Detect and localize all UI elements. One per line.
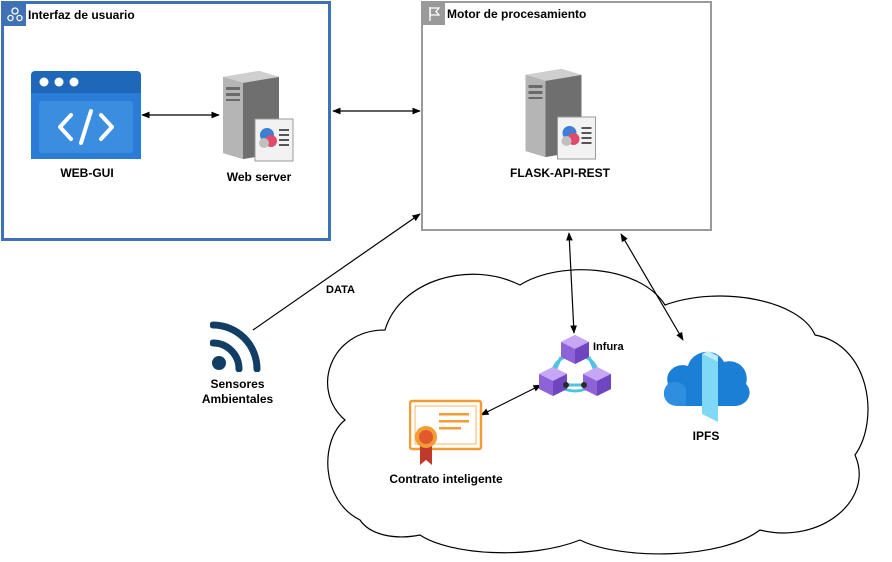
edge-sensors-engine [252,213,421,331]
web-server-label: Web server [226,170,292,184]
cloud-storage-icon[interactable] [660,340,752,422]
ui-group: Interfaz de usuario [1,1,331,241]
sensors-label-line2: Ambientales [201,392,274,406]
certificate-icon[interactable] [409,399,483,469]
sensors-label: Sensores Ambientales [190,377,285,407]
ui-group-title: Interfaz de usuario [28,8,135,22]
data-edge-label: DATA [326,284,355,296]
flask-api-label: FLASK-API-REST [510,166,610,180]
edge-engine-infura [566,232,577,334]
flag-icon [423,3,445,25]
blockchain-cubes-icon[interactable] [539,333,611,401]
users-group-icon [4,4,26,26]
browser-code-icon[interactable] [31,71,141,159]
contract-label: Contrato inteligente [389,472,503,486]
edge-infura-contract [480,384,542,416]
ipfs-label: IPFS [692,429,720,443]
sensors-label-line1: Sensores [210,377,265,391]
engine-group-title: Motor de procesamiento [447,7,587,21]
engine-group: Motor de procesamiento [421,1,712,231]
infura-label: Infura [593,341,624,353]
web-gui-label: WEB-GUI [60,166,114,180]
wireless-signal-icon[interactable] [210,318,264,372]
edge-engine-ipfs [620,233,684,341]
server-icon[interactable] [519,65,599,165]
server-icon[interactable] [219,67,294,167]
blockchain-cloud [327,269,869,555]
